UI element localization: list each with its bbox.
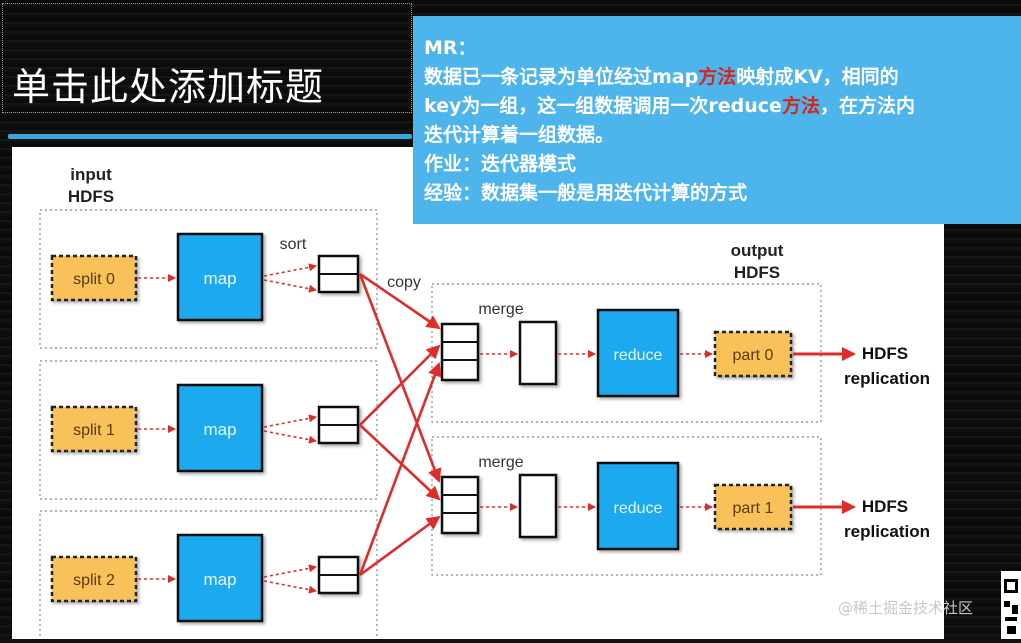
sort-arrow (263, 279, 317, 293)
reduce-label: reduce (614, 500, 663, 517)
copy-label: copy (387, 274, 421, 291)
note-text: 经验：数据集一般是用迭代计算的方式 (424, 182, 748, 204)
note-line: MR： (424, 34, 1021, 63)
copy-arrow (359, 272, 441, 330)
highlighted-text: 方法 (698, 66, 737, 88)
split-box (50, 405, 138, 453)
part-file-box (713, 330, 793, 378)
merge-label: merge (478, 301, 523, 318)
note-text: 作业：迭代器模式 (424, 153, 577, 175)
part-file-box (713, 483, 793, 531)
merge-input-buffer (440, 475, 480, 535)
reduce-box (596, 461, 680, 551)
map-task-group (39, 510, 378, 643)
sort-label: sort (280, 236, 307, 253)
part-label: part 0 (733, 347, 774, 364)
split-box (50, 555, 138, 603)
replication-hdfs-label: HDFS (862, 344, 908, 363)
note-text: ，在方法内 (819, 95, 915, 117)
reduce-task-group (431, 436, 822, 576)
split-label: split 0 (73, 271, 115, 288)
merge-input-buffer (440, 322, 480, 382)
map-label: map (203, 420, 236, 439)
merged-file (518, 473, 558, 539)
map-task-group (39, 209, 378, 349)
map-box (176, 232, 264, 322)
note-text: 映射成KV，相同的 (736, 66, 899, 88)
merge-label: merge (478, 454, 523, 471)
map-box (176, 383, 264, 473)
note-text: 迭代计算着一组数据。 (424, 124, 615, 146)
note-text: key为一组，这一组数据调用一次reduce (424, 95, 782, 117)
copy-arrow (359, 424, 441, 501)
replication-hdfs-label: HDFS (862, 497, 908, 516)
watermark: @稀土掘金技术社区 (838, 599, 974, 617)
sort-arrow (263, 430, 317, 444)
sort-arrow (263, 263, 317, 277)
slide-title[interactable]: 单击此处添加标题 (12, 65, 325, 109)
title-underline (8, 134, 412, 139)
map-task-group (39, 360, 378, 500)
replication-label: replication (844, 369, 930, 388)
reduce-label: reduce (614, 347, 663, 364)
note-line: 经验：数据集一般是用迭代计算的方式 (424, 179, 1021, 208)
output-label: output (731, 241, 784, 260)
highlighted-text: 方法 (781, 95, 820, 117)
split-label: split 1 (73, 422, 115, 439)
note-line: 迭代计算着一组数据。 (424, 121, 1021, 150)
qr-code-icon (1001, 571, 1021, 639)
copy-arrow (359, 515, 441, 577)
sort-arrow (263, 564, 317, 578)
map-label: map (203, 570, 236, 589)
note-line: key为一组，这一组数据调用一次reduce方法，在方法内 (424, 92, 1021, 121)
map-label: map (203, 269, 236, 288)
note-line: 数据已一条记录为单位经过map方法映射成KV，相同的 (424, 63, 1021, 92)
split-label: split 2 (73, 572, 115, 589)
input-label: input (70, 165, 112, 184)
output-hdfs-label: HDFS (734, 263, 780, 282)
sort-arrow (263, 414, 317, 428)
copy-arrow (359, 344, 441, 426)
sort-arrow (263, 580, 317, 594)
copy-arrow (358, 273, 442, 483)
split-box (50, 254, 138, 302)
merged-file (518, 320, 558, 386)
map-box (176, 533, 264, 623)
note-text: 数据已一条记录为单位经过map (424, 66, 699, 88)
input-hdfs-label: HDFS (68, 187, 114, 206)
part-label: part 1 (733, 500, 774, 517)
reduce-box (596, 308, 680, 398)
replication-label: replication (844, 522, 930, 541)
title-placeholder[interactable] (2, 3, 412, 113)
note-text: MR： (424, 37, 477, 59)
copy-arrow (358, 362, 442, 576)
note-line: 作业：迭代器模式 (424, 150, 1021, 179)
